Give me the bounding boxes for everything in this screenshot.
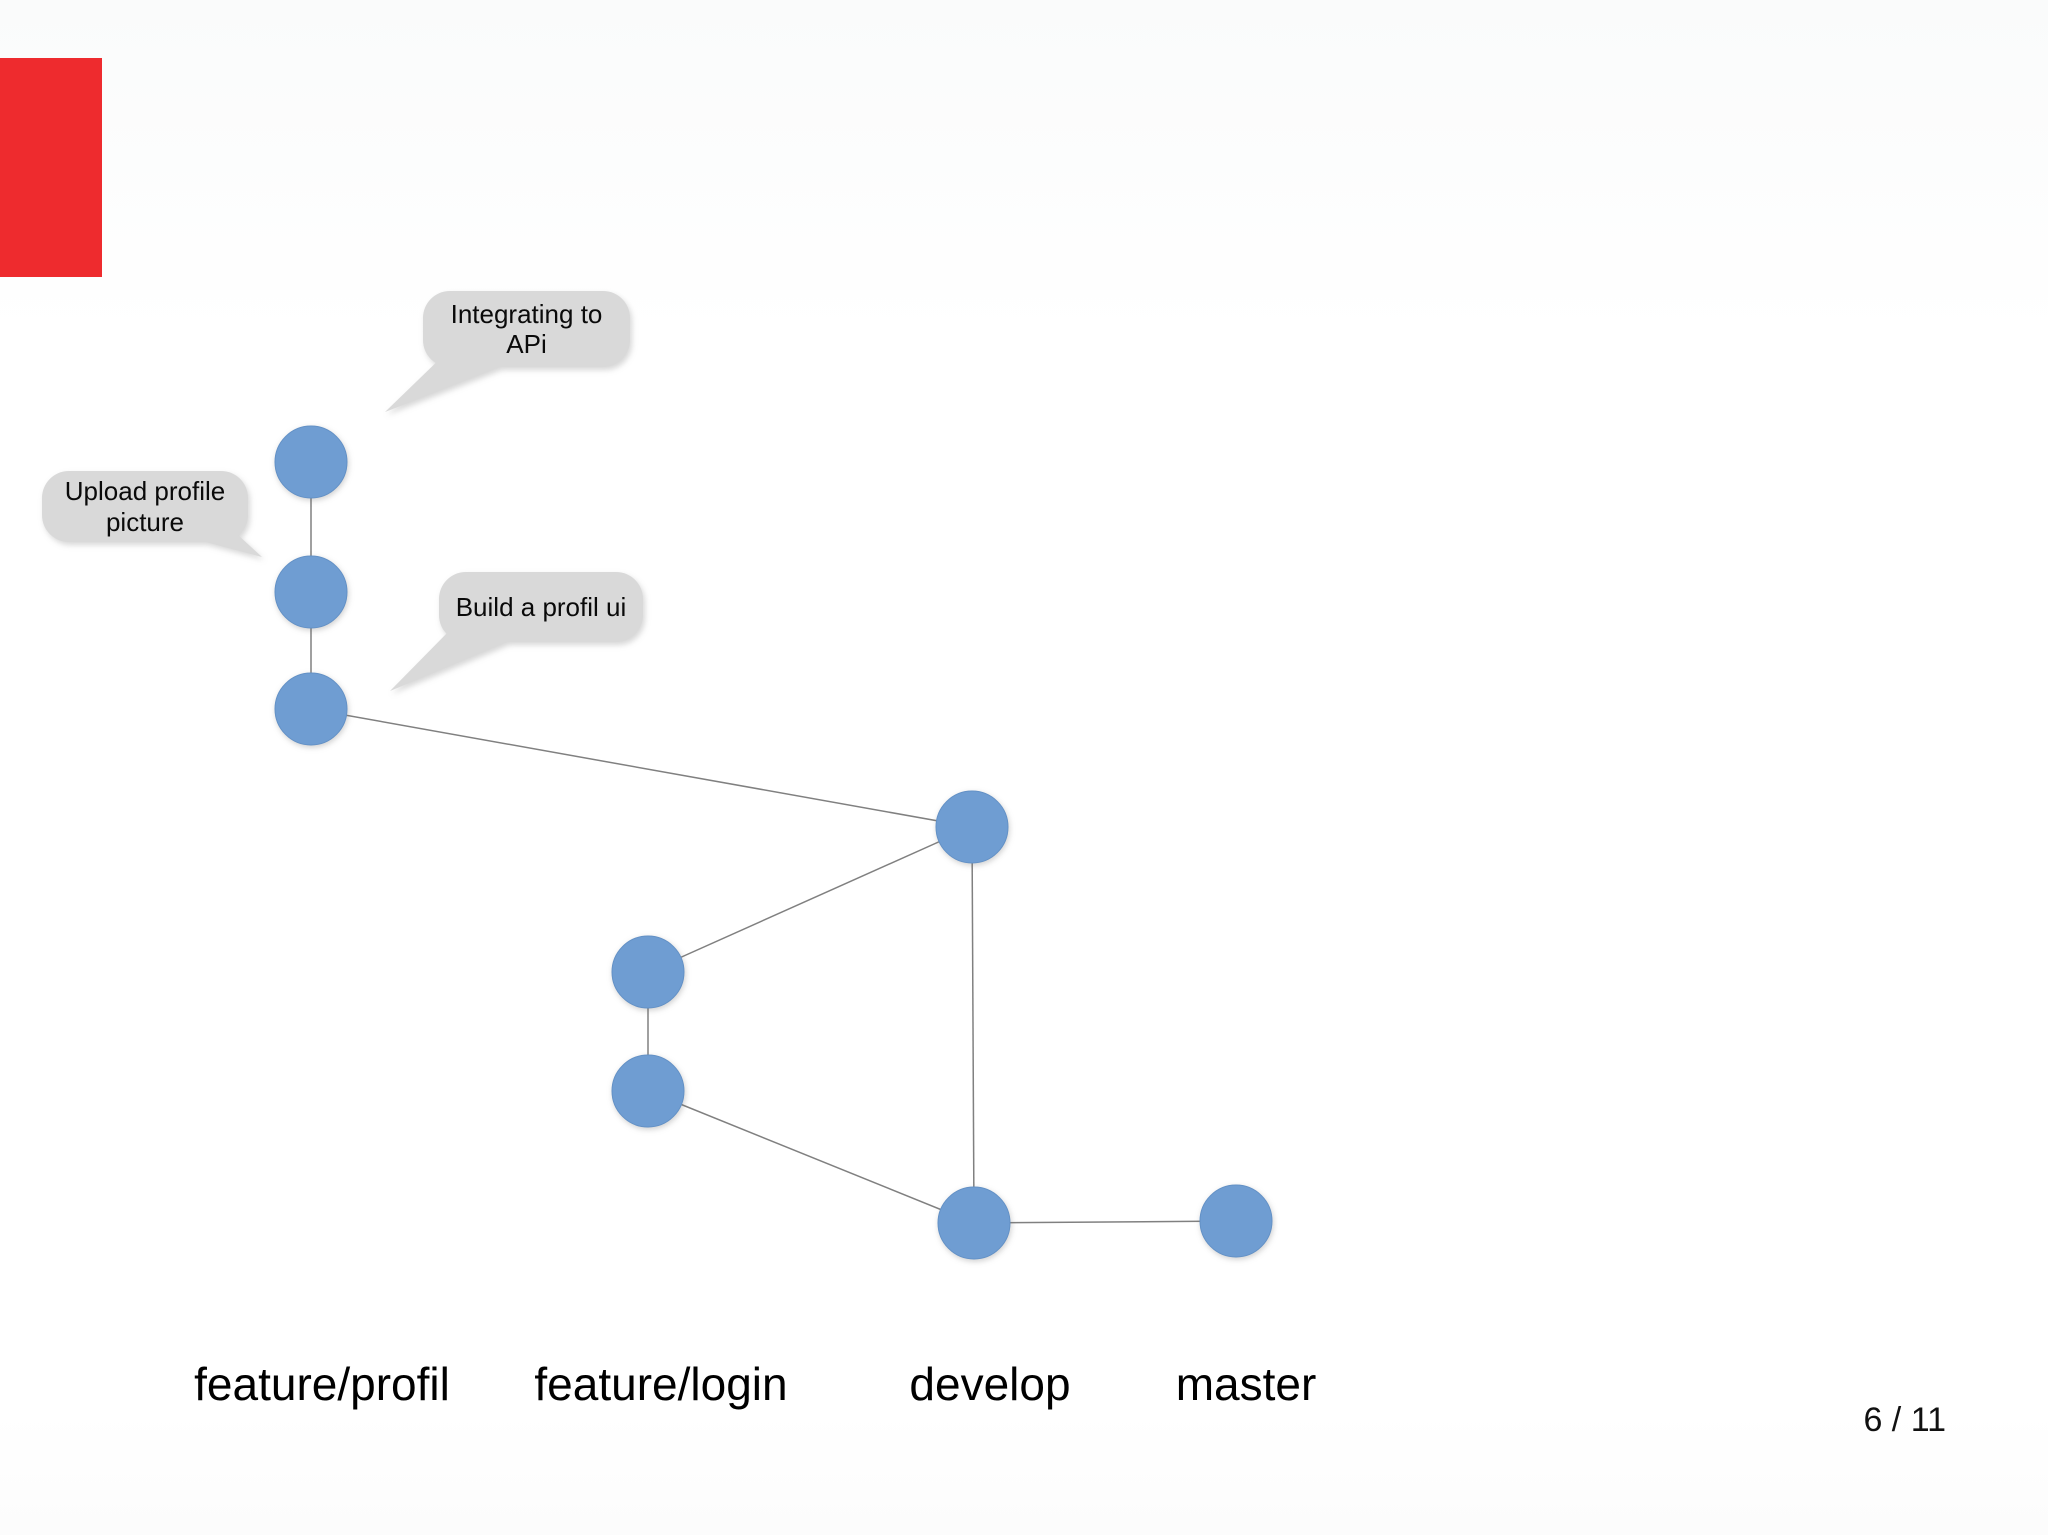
commit-node-develop-2 bbox=[937, 1186, 1011, 1260]
speech-bubble-shape-0 bbox=[385, 291, 630, 412]
branch-label-master: master bbox=[1175, 1358, 1317, 1410]
commit-node-profil-1 bbox=[274, 425, 348, 499]
speech-bubble-body-2 bbox=[439, 572, 643, 642]
commit-node-profil-2 bbox=[274, 555, 348, 629]
speech-bubble-tail-2 bbox=[390, 628, 522, 691]
speech-bubble-text-integrating: Integrating to APi bbox=[450, 298, 603, 359]
edge-develop-1-to-login-1 bbox=[647, 826, 973, 973]
speech-bubble-body-0 bbox=[423, 291, 630, 367]
branch-label-develop: develop bbox=[909, 1358, 1071, 1410]
commit-node-login-2 bbox=[611, 1054, 685, 1128]
speech-bubble-shape-1 bbox=[42, 471, 262, 557]
speech-bubble-text-build: Build a profil ui bbox=[455, 591, 627, 622]
commit-node-develop-1 bbox=[935, 790, 1009, 864]
edge-develop-2-to-master-1 bbox=[973, 1220, 1237, 1224]
speech-bubble-shape-2 bbox=[390, 572, 643, 691]
accent-bar bbox=[0, 58, 102, 277]
branch-label-feature-profil: feature/profil bbox=[194, 1358, 450, 1410]
commit-node-login-1 bbox=[611, 935, 685, 1009]
speech-bubble-text-upload: Upload profile picture bbox=[64, 476, 226, 537]
edge-develop-1-to-develop-2 bbox=[971, 826, 975, 1224]
edge-login-2-to-develop-2 bbox=[647, 1090, 975, 1224]
commit-node-master-1 bbox=[1199, 1184, 1273, 1258]
speech-bubble-body-1 bbox=[42, 471, 248, 542]
commit-node-profil-3 bbox=[274, 672, 348, 746]
edge-profil-3-to-develop-1 bbox=[310, 708, 973, 828]
branch-label-feature-login: feature/login bbox=[534, 1358, 788, 1410]
page-number: 6 / 11 bbox=[1863, 1401, 1946, 1439]
